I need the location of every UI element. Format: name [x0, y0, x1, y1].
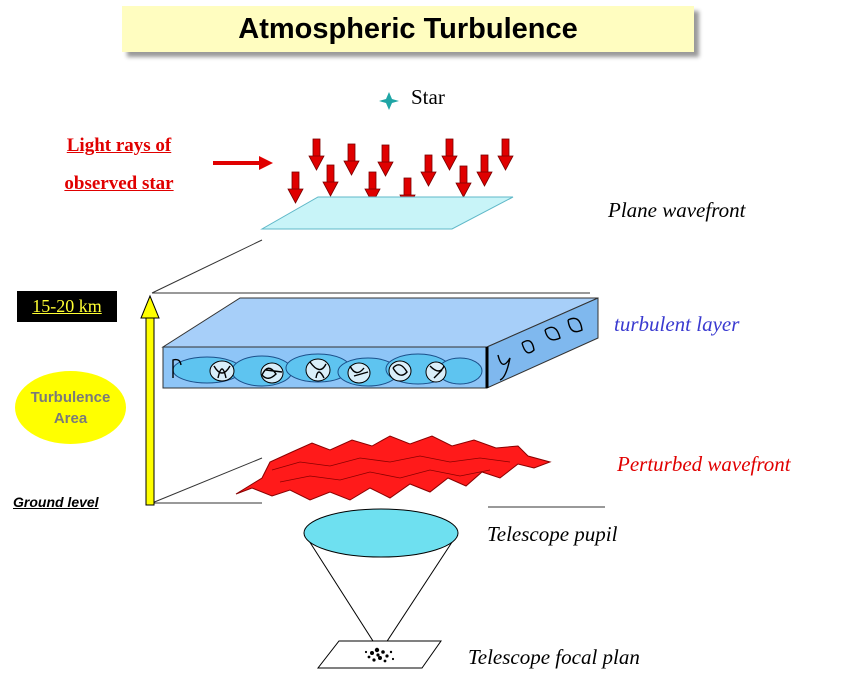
pointer-arrow-icon — [213, 156, 273, 170]
light-ray-arrow — [455, 165, 472, 198]
plane-wavefront-label: Plane wavefront — [608, 198, 746, 222]
light-ray-arrow — [476, 154, 493, 187]
perspective-lines — [151, 239, 605, 508]
title-box: Atmospheric Turbulence — [122, 6, 694, 52]
light-ray-arrow — [420, 154, 437, 187]
turbulent-layer-label: turbulent layer — [614, 312, 740, 336]
light-ray-arrow — [364, 171, 381, 204]
turbulence-area-line1: Turbulence — [30, 388, 111, 406]
light-rays-line1: Light rays of — [66, 135, 172, 156]
light-ray-arrow — [322, 164, 339, 197]
light-ray-arrow — [497, 138, 514, 171]
light-ray-arrow — [343, 143, 360, 176]
altitude-label: 15-20 km — [32, 296, 102, 316]
plane-wavefront — [260, 196, 514, 230]
perturbed-wavefront-label: Perturbed wavefront — [617, 452, 791, 476]
telescope-cone — [303, 532, 459, 653]
star-icon — [379, 92, 399, 110]
light-ray-arrow — [287, 171, 304, 204]
light-rays-line2: observed star — [64, 173, 174, 194]
page-title: Atmospheric Turbulence — [238, 12, 578, 45]
light-ray-arrow — [377, 144, 394, 177]
telescope-focal-plan-label: Telescope focal plan — [468, 645, 640, 669]
speckle-pattern — [364, 647, 395, 663]
altitude-badge: 15-20 km — [17, 291, 117, 322]
light-ray-arrow — [441, 138, 458, 171]
star-label: Star — [411, 85, 445, 109]
ground-level-label: Ground level — [13, 494, 99, 510]
telescope-pupil — [303, 508, 459, 558]
turbulence-area-badge: Turbulence Area — [15, 371, 126, 444]
perturbed-wavefront — [235, 435, 552, 501]
turbulent-layer — [161, 297, 599, 389]
altitude-arrow-icon — [140, 294, 160, 506]
light-rays-label: Light rays of observed star — [44, 127, 194, 203]
turbulence-area-line2: Area — [53, 409, 88, 427]
light-ray-arrow — [308, 138, 325, 171]
telescope-pupil-label: Telescope pupil — [487, 522, 618, 546]
